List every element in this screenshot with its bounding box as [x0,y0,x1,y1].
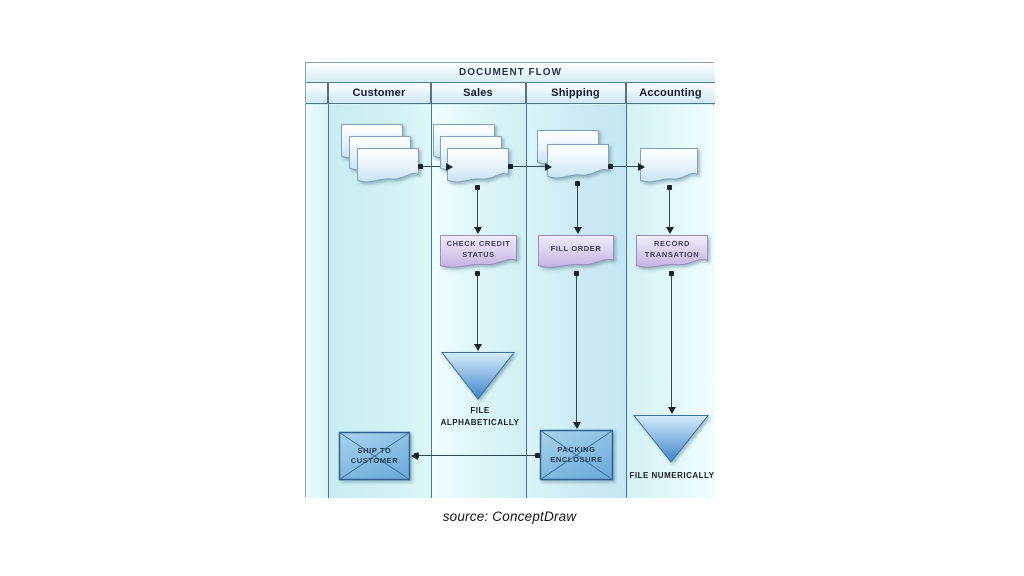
document-flow-diagram: DOCUMENT FLOW Customer Sales Shipping Ac… [305,62,715,498]
record-transation-label: RECORD TRANSATION [644,239,700,259]
process-document-icon [440,235,517,268]
arrowhead-to-file-numerically [667,407,676,414]
connector-fill-order-packing [576,273,577,422]
connector-shipping-fill-order [577,183,578,227]
connector-dot [475,271,480,276]
arrowhead-to-check-credit [473,227,482,234]
storage-triangle-icon [632,415,710,463]
accounting-document [639,147,699,187]
connector-record-file [671,273,672,407]
connector-customer-sales [420,166,446,167]
header-shipping: Shipping [526,83,626,104]
lane-margin-strip [306,105,328,498]
header-sales: Sales [431,83,526,104]
check-credit-status-label: CHECK CREDIT STATUS [446,239,511,259]
envelope-icon [338,431,411,481]
arrowhead-to-packing-enclosure [572,422,581,429]
record-transation-node: RECORD TRANSATION [635,234,709,273]
arrowhead-to-record-transation [665,227,674,234]
check-credit-status-node: CHECK CREDIT STATUS [439,234,518,273]
connector-check-credit-file [477,273,478,344]
connector-shipping-accounting [610,166,638,167]
connector-accounting-record [669,187,670,227]
diagram-title-band: DOCUMENT FLOW [306,63,715,83]
connector-dot [414,453,419,458]
document-icon [547,144,609,179]
arrowhead-to-accounting-doc [638,162,645,171]
arrowhead-to-shipping-docs [545,162,552,171]
process-document-icon [538,235,614,268]
file-numerically-label: FILE NUMERICALLY [629,471,715,480]
connector-sales-check-credit [477,187,478,227]
ship-to-customer-node: SHIP TO CUSTOMER [338,431,411,481]
arrowhead-to-sales-docs [446,162,453,171]
document-icon [640,148,698,183]
ship-to-customer-label: SHIP TO CUSTOMER [350,445,399,465]
envelope-icon [539,429,614,481]
packing-enclosure-node: PACKING ENCLOSURE [539,429,614,481]
file-alphabetically-label: FILE ALPHABETICALLY [440,406,520,427]
header-customer: Customer [328,83,431,104]
lane-divider [328,83,329,498]
storage-triangle-icon [440,352,516,400]
connector-dot [608,164,613,169]
document-icon [447,148,509,183]
lane-divider [526,83,527,498]
connector-dot [574,271,579,276]
fill-order-label: FILL ORDER [550,244,602,254]
connector-dot [667,185,672,190]
connector-dot [508,164,513,169]
connector-dot [475,185,480,190]
connector-dot [669,271,674,276]
arrowhead-to-fill-order [573,227,582,234]
lane-divider [431,83,432,498]
lane-divider [626,83,627,498]
connector-dot [535,453,540,458]
header-margin-strip [306,83,328,104]
connector-sales-shipping [510,166,545,167]
source-caption: source: ConceptDraw [442,509,577,524]
fill-order-node: FILL ORDER [537,234,615,273]
document-icon [357,148,419,183]
connector-dot [418,164,423,169]
connector-packing-ship [418,455,537,456]
connector-dot [575,181,580,186]
file-numerically-node [632,414,710,464]
packing-enclosure-label: PACKING ENCLOSURE [550,444,603,464]
arrowhead-to-file-alphabetically [473,344,482,351]
diagram-title: DOCUMENT FLOW [459,67,562,78]
file-alphabetically-node [440,351,516,401]
header-accounting: Accounting [626,83,715,104]
process-document-icon [636,235,708,268]
